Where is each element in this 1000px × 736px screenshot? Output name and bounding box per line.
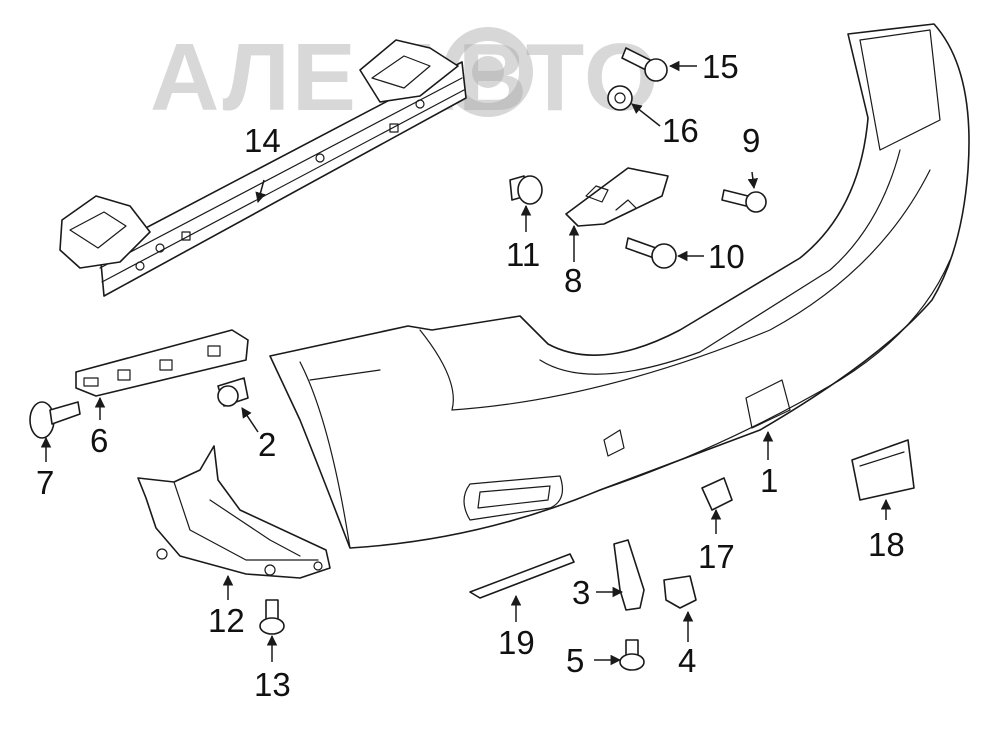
callout-10: 10 — [708, 238, 745, 275]
callout-4: 4 — [678, 642, 696, 679]
callout-15: 15 — [702, 48, 739, 85]
callout-8: 8 — [564, 262, 582, 299]
callout-2: 2 — [258, 426, 276, 463]
callout-17: 17 — [698, 538, 735, 575]
cover-18-part — [851, 439, 915, 501]
callouts: 14 15 16 9 10 11 8 6 2 7 1 12 13 17 18 3… — [36, 48, 905, 703]
bracket-part — [75, 329, 249, 397]
callout-13: 13 — [254, 666, 291, 703]
callout-14: 14 — [244, 122, 281, 159]
cover-17-part — [701, 477, 733, 511]
center-bracket-part — [565, 167, 669, 227]
fastener-2-clip-icon — [217, 377, 249, 407]
callout-18: 18 — [868, 526, 905, 563]
callout-1: 1 — [760, 462, 778, 499]
fastener-11-clip-icon — [509, 175, 543, 205]
fastener-16-nut-icon — [607, 85, 633, 111]
bumper-cover-part — [269, 23, 970, 549]
bracket-3-part — [613, 539, 645, 611]
callout-7: 7 — [36, 464, 54, 501]
callout-16: 16 — [662, 112, 699, 149]
side-bracket-part — [137, 445, 331, 579]
reinforcement-beam-part — [59, 39, 467, 297]
callout-9: 9 — [742, 122, 760, 159]
callout-11: 11 — [506, 236, 540, 273]
callout-3: 3 — [572, 574, 590, 611]
callout-19: 19 — [498, 624, 535, 661]
callout-12: 12 — [208, 602, 245, 639]
fastener-4-clip-icon — [663, 575, 697, 609]
fastener-7-screw-icon — [29, 401, 81, 439]
leaders — [40, 60, 892, 666]
fastener-13-bolt-icon — [259, 599, 285, 635]
callout-6: 6 — [90, 422, 108, 459]
fastener-10-screw-icon — [625, 237, 677, 269]
reflector-19-part — [469, 553, 575, 599]
fastener-9-bolt-icon — [721, 189, 767, 213]
fastener-15-bolt-icon — [621, 47, 668, 82]
fastener-5-bolt-icon — [619, 639, 645, 671]
callout-5: 5 — [566, 642, 584, 679]
